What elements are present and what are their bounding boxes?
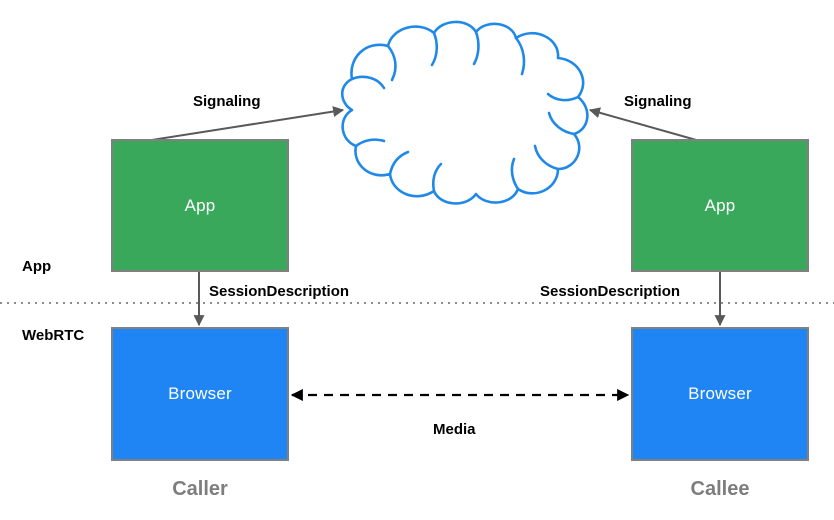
caller-sessiondescription-label: SessionDescription	[209, 283, 350, 300]
caller-browser-box[interactable]: Browser	[111, 327, 289, 461]
caller-browser-label: Browser	[168, 384, 232, 403]
callee-signaling-label: Signaling	[624, 93, 692, 110]
signaling-cloud-icon	[340, 20, 589, 205]
callee-app-box[interactable]: App	[631, 139, 809, 272]
callee-browser-box[interactable]: Browser	[631, 327, 809, 461]
caller-app-label: App	[184, 195, 216, 215]
callee-browser-label: Browser	[688, 384, 752, 403]
webrtc-layer-label: WebRTC	[22, 327, 85, 344]
callee-sessiondescription-label: SessionDescription	[540, 283, 681, 300]
callee-role-label: Callee	[690, 478, 750, 500]
app-layer-label: App	[22, 258, 52, 275]
callee-app-label: App	[704, 195, 736, 215]
caller-app-box[interactable]: App	[111, 139, 289, 272]
caller-role-label: Caller	[172, 478, 228, 500]
media-label: Media	[433, 421, 476, 438]
caller-signaling-label: Signaling	[193, 93, 261, 110]
